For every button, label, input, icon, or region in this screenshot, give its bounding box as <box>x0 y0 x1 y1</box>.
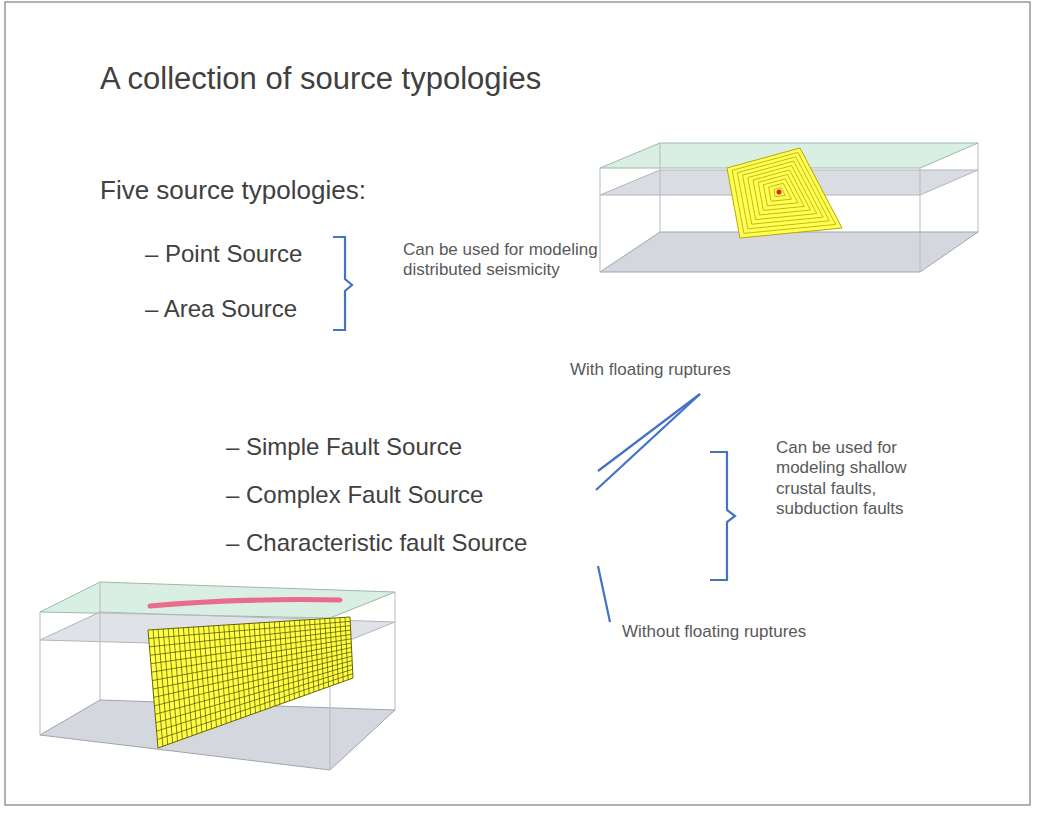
list-item: – Complex Fault Source <box>226 481 483 510</box>
fault-trace <box>150 600 340 606</box>
slide-frame <box>5 2 1030 805</box>
grid-line <box>157 669 353 731</box>
subheading: Five source typologies: <box>100 175 366 206</box>
grid-line <box>157 674 352 740</box>
point-source-illustration <box>600 143 978 272</box>
note: Can be used for modeling shallow crustal… <box>776 438 941 520</box>
list-item: – Point Source <box>145 240 302 269</box>
rupture-ring <box>769 183 792 201</box>
leader-line <box>596 394 700 490</box>
hypocenter <box>777 190 782 195</box>
slide-title: A collection of source typologies <box>100 60 541 97</box>
rupture-ring <box>737 157 829 229</box>
grid-line <box>153 648 352 690</box>
fault-source-illustration <box>40 582 395 770</box>
list-item: – Characteristic fault Source <box>226 529 527 558</box>
rupture-ring <box>758 174 804 210</box>
grid-line <box>152 639 352 672</box>
bracket <box>333 237 352 330</box>
note: Without floating ruptures <box>622 622 806 642</box>
rupture-ring <box>748 166 817 220</box>
note: Can be used for modeling distributed sei… <box>403 240 618 281</box>
rupture-ring <box>732 152 836 233</box>
rupture-ring <box>763 179 798 206</box>
fault-plane <box>148 617 353 748</box>
grid-line <box>155 661 352 715</box>
rupture-ring <box>743 161 824 224</box>
note: With floating ruptures <box>570 360 731 380</box>
grid-line <box>154 652 352 698</box>
plane <box>600 232 978 272</box>
leader-line <box>598 566 610 622</box>
list-item: – Area Source <box>145 295 297 324</box>
grid-line <box>150 630 351 655</box>
bracket <box>710 452 735 580</box>
fault-plane <box>727 148 842 238</box>
leader-line <box>598 394 700 471</box>
grid-line <box>149 621 351 638</box>
rupture-ring <box>774 188 786 197</box>
list-item: – Simple Fault Source <box>226 433 462 462</box>
grid-line <box>154 656 351 706</box>
plane <box>40 582 395 618</box>
grid-line <box>156 665 353 723</box>
